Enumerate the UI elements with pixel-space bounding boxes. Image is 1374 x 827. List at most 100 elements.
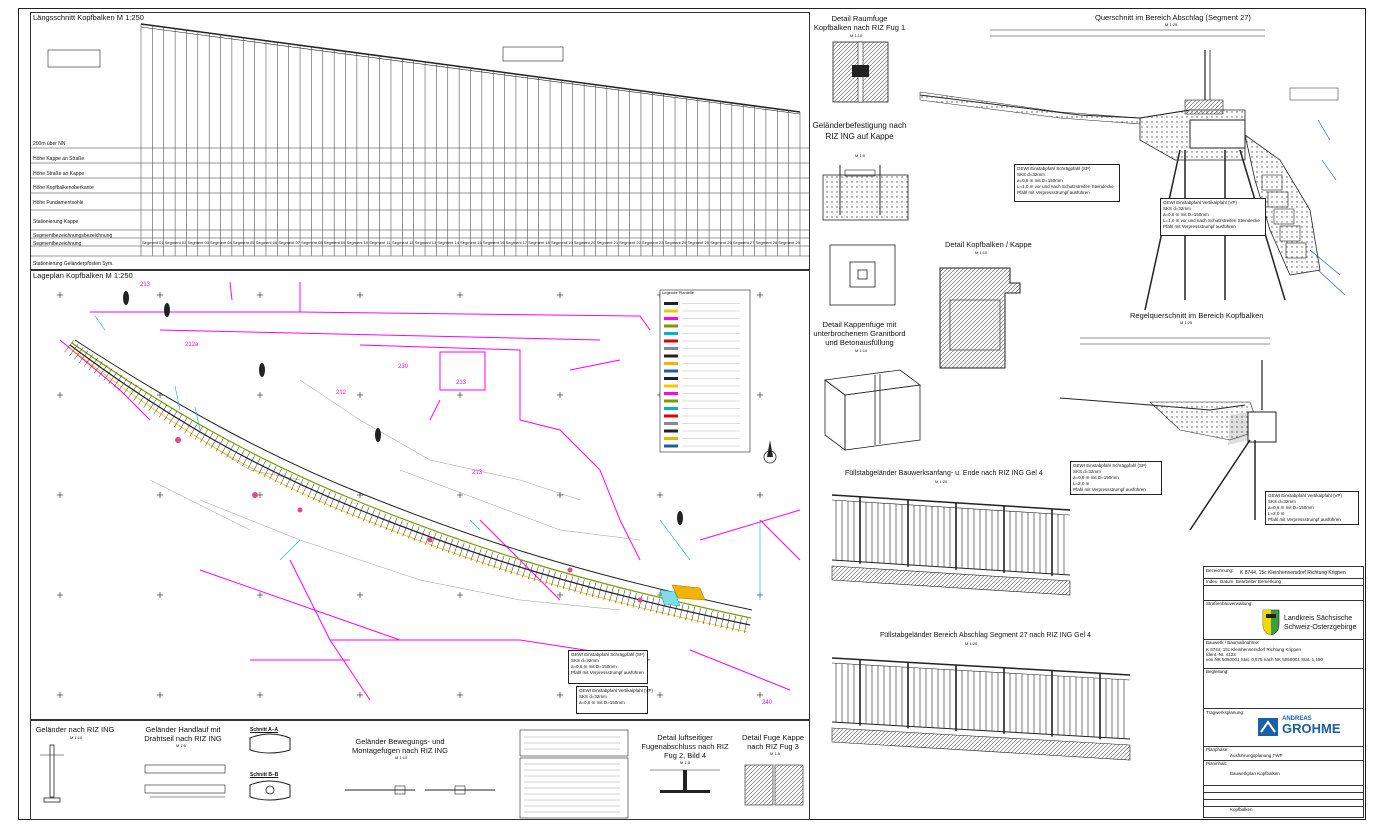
row-label: Stationierung Geländerpfosten Sym. — [33, 261, 114, 267]
authority-line2: Schweiz-Osterzgebirge — [1284, 624, 1357, 631]
kopfbalken-kappe-scale: M 1:10 — [975, 250, 988, 255]
kappenfuge-scale: M 1:10 — [855, 348, 868, 353]
legend-swatch — [664, 324, 678, 328]
legend-swatch — [664, 362, 678, 365]
parcel-label: 213 — [456, 380, 467, 386]
bauwerk-line: von NK 5050001 Stat. 0,575 nach NK 50500… — [1206, 657, 1323, 662]
anker-box: GEWI Einstabpfahl Schrägpfahl (SP)SKS d=… — [1070, 461, 1162, 495]
gelaender-title: Geländer nach RIZ ING — [35, 725, 115, 734]
legend-swatch — [664, 414, 678, 418]
regelquerschnitt-title: Regelquerschnitt im Bereich Kopfbalken — [1130, 311, 1264, 320]
segment-label: Segment 01 — [142, 240, 164, 245]
segment-label: Segment 28 — [755, 240, 778, 245]
laengsschnitt-title: Längsschnitt Kopfbalken M 1:250 — [33, 13, 144, 22]
level-label: 200m über NN — [33, 141, 66, 147]
parcel-label: 212a — [185, 342, 199, 348]
segment-label: Segment 17 — [505, 240, 528, 245]
parcel-label: 240 — [762, 700, 773, 706]
segment-label: Segment 11 — [369, 240, 391, 245]
segment-label: Segment 16 — [482, 240, 505, 245]
legend-swatch — [664, 384, 678, 388]
segment-label: Segment 15 — [460, 240, 482, 245]
handlauf-scale: M 1:5 — [176, 743, 187, 748]
segment-label: Segment 26 — [710, 240, 732, 245]
bauwerk-label: Bauwerk / Baumaßnahme: — [1206, 640, 1260, 645]
legend-swatch — [664, 437, 678, 440]
col-bemerkung: Bemerkung — [1258, 579, 1282, 584]
segment-label: Segment 10 — [346, 240, 369, 245]
segment-label: Segment 13 — [414, 240, 437, 245]
legend-swatch — [664, 369, 678, 373]
parcel-label: 212 — [336, 390, 347, 396]
anker-box: GEWI Einstabpfahl Vertikalpfahl (VP)SKS … — [1265, 491, 1359, 525]
regelquerschnitt-scale: M 1:25 — [1180, 320, 1193, 325]
bezeichnung-label: Bezeichnung: — [1206, 568, 1234, 573]
fuge-kappe-scale: M 1:5 — [770, 751, 781, 756]
bewegung-title: Geländer Bewegungs- und Montagefugen nac… — [352, 737, 448, 755]
col-datum: Datum — [1220, 579, 1234, 584]
schnitt-aa: Schnitt A–A — [250, 727, 279, 733]
bauwerk-line: K 8744, 15c Kleinhennersdorf Richtung Kr… — [1206, 647, 1302, 652]
segment-label: Segment 20 — [573, 240, 596, 245]
querschnitt-title: Querschnitt im Bereich Abschlag (Segment… — [1095, 13, 1251, 22]
parcel-label: 230 — [398, 364, 409, 370]
segment-label: Segment 18 — [528, 240, 550, 245]
legend-swatch — [664, 302, 678, 305]
segment-label: Segment 02 — [164, 240, 187, 245]
gelaender-scale: M 1:10 — [70, 735, 83, 740]
segment-label: Segment 07 — [278, 240, 300, 245]
fuellstab2-title: Füllstabgeländer Bereich Abschlag Segmen… — [880, 632, 1091, 639]
parcel-label: 213 — [140, 282, 151, 288]
company-top: ANDREAS — [1282, 716, 1312, 722]
legend-swatch — [664, 444, 678, 448]
row-label: Höhe Fundamentsohle — [33, 200, 84, 206]
anker-box: GEWI Einstabpfahl Schrägpfahl (SP)SKS d=… — [568, 650, 648, 684]
bewegung-scale: M 1:10 — [395, 755, 408, 760]
legend-swatch — [664, 399, 678, 403]
footer-label: Kopfbalken — [1230, 807, 1253, 812]
segment-label: Segment 08 — [301, 240, 323, 245]
col-bearbeiter: Bearbeiter — [1236, 579, 1257, 584]
handlauf-title: Geländer Handlauf mit Drahtseil nach RIZ… — [144, 725, 222, 743]
legend-swatch — [664, 354, 678, 358]
planinhalt: Bauwerkplan Kopfbalken — [1230, 771, 1280, 776]
legend-title: Legende Planteile — [662, 290, 695, 295]
raumfuge-title: Detail Raumfuge Kopfbalken nach RIZ Fug … — [813, 14, 906, 32]
authority-logo — [1262, 609, 1280, 636]
anker-box: GEWI Einstabpfahl Vertikalpfahl (VP)SKS … — [576, 686, 653, 714]
bottom-details-panel — [30, 720, 810, 820]
segment-label: Segment 09 — [323, 240, 346, 245]
row-label: Höhe Straße an Kappe — [33, 171, 85, 177]
tragwerk-label: Tragwerksplanung: — [1206, 710, 1245, 715]
legend-swatch — [664, 407, 678, 410]
segment-label: Segment 05 — [232, 240, 255, 245]
col-index: Index — [1206, 579, 1218, 584]
segment-label: Segment 22 — [619, 240, 641, 245]
title-block — [1203, 566, 1364, 818]
project-name: K 8744, 15c Kleinhennersdorf Richtung Kr… — [1240, 570, 1346, 576]
querschnitt-scale: M 1:25 — [1165, 22, 1178, 27]
legend-swatch — [664, 309, 678, 313]
parcel-label: 213 — [472, 470, 483, 476]
gelaender-befestigung-scale: M 1:5 — [855, 153, 866, 158]
legend-swatch — [664, 422, 678, 425]
legend-swatch — [664, 347, 678, 350]
fuellstab1-title: Füllstabgeländer Bauwerksanfang- u. Ende… — [845, 470, 1043, 477]
segment-label: Segment 12 — [391, 240, 414, 245]
bauwerk-line: Ident.-Nr. 4123 — [1206, 652, 1236, 657]
segment-label: Segment 24 — [664, 240, 687, 245]
legend-swatch — [664, 339, 678, 343]
luftseitig-title: Detail luftseitiger Fugenabschluss nach … — [641, 733, 729, 760]
segment-label: Segment 21 — [596, 240, 619, 245]
anker-box: GEWI Einstabpfahl Vertikalpfahl (VP)SKS … — [1160, 198, 1266, 236]
segment-label: Segment 27 — [732, 240, 755, 245]
legend-swatch — [664, 392, 678, 395]
legend-swatch — [664, 377, 678, 380]
company-name: GROHME — [1282, 721, 1341, 736]
segment-label: Segment 06 — [255, 240, 278, 245]
gelaender-befestigung-title: Geländerbefestigung nach RIZ ING auf Kap… — [812, 121, 907, 141]
row-label: Stationierung Kappe — [33, 219, 79, 225]
